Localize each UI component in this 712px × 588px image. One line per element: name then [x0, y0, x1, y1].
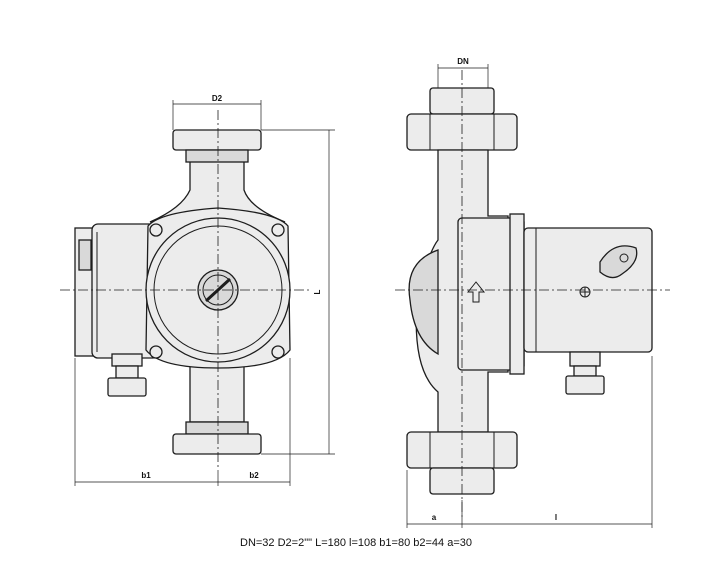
- side-dimensions: DN a l: [406, 57, 653, 528]
- dimensions-caption: DN=32 D2=2"" L=180 l=108 b1=80 b2=44 a=3…: [240, 537, 472, 549]
- dim-label-b1: b1: [141, 471, 151, 480]
- front-view: [60, 110, 310, 470]
- dim-label-b2: b2: [249, 471, 259, 480]
- dim-label-d2: D2: [212, 94, 223, 103]
- front-dimensions: D2 L b1 b2: [74, 94, 335, 486]
- dim-label-a: a: [432, 513, 437, 522]
- dim-label-l-length: L: [313, 289, 322, 294]
- dim-label-dn: DN: [457, 57, 469, 66]
- side-view: [395, 70, 670, 520]
- dim-label-l-short: l: [555, 513, 557, 522]
